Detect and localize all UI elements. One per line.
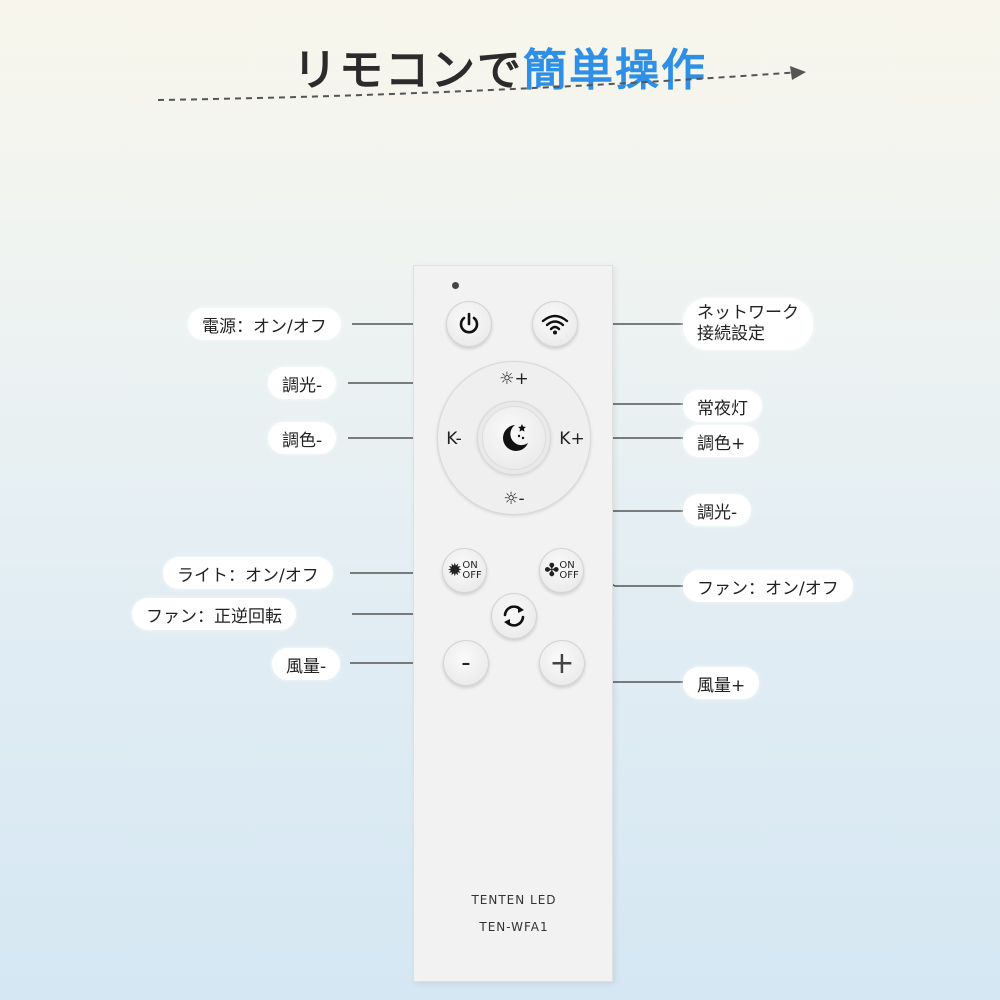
light-icon: ✹ <box>447 560 463 581</box>
night-light-button[interactable] <box>482 406 546 470</box>
bright-up-key[interactable]: ☼+ <box>499 369 529 389</box>
wifi-button[interactable] <box>532 301 578 347</box>
moon-icon <box>503 424 528 451</box>
rotate-icon <box>503 605 525 627</box>
fan-reverse-button[interactable] <box>491 593 537 639</box>
arrow-head-icon <box>790 66 806 80</box>
power-button[interactable] <box>446 301 492 347</box>
color-minus-key[interactable]: K- <box>446 429 462 449</box>
label-dim-up: 調光- <box>268 367 337 399</box>
label-wind-minus: 風量- <box>272 648 341 680</box>
plus-icon: + <box>549 645 575 681</box>
label-light-onoff: ライト：オン/オフ <box>163 557 333 589</box>
indicator-led <box>452 282 459 289</box>
model-name: TEN-WFA1 <box>479 920 549 934</box>
power-icon <box>459 312 479 334</box>
title-part-1: リモコンで <box>293 45 523 96</box>
brand-name: TENTEN LED <box>471 893 557 907</box>
label-fan-onoff: ファン：オン/オフ <box>683 570 853 602</box>
label-fan-reverse: ファン：正逆回転 <box>132 598 296 630</box>
label-night-light: 常夜灯 <box>683 390 762 422</box>
label-network-line2: 接続設定 <box>697 324 765 344</box>
minus-icon: - <box>461 648 471 678</box>
wind-minus-button[interactable]: - <box>443 640 489 686</box>
title-part-2: 簡単操作 <box>523 45 707 96</box>
label-wind-plus: 風量+ <box>683 667 760 699</box>
wind-plus-button[interactable]: + <box>539 640 585 686</box>
dashed-arrow <box>157 71 801 101</box>
label-power: 電源：オン/オフ <box>188 308 341 340</box>
label-dim-down: 調光- <box>683 494 752 526</box>
color-plus-key[interactable]: K+ <box>559 429 585 449</box>
off-text: OFF <box>462 569 482 581</box>
off-text: OFF <box>559 569 579 581</box>
fan-icon: ✤ <box>544 560 560 581</box>
on-text: ON <box>559 559 575 571</box>
page-title: リモコンで簡単操作 <box>0 34 1000 98</box>
label-network: ネットワーク接続設定 <box>683 298 813 350</box>
wifi-icon <box>541 314 569 335</box>
on-text: ON <box>462 559 478 571</box>
bright-down-key[interactable]: ☼- <box>503 489 525 509</box>
label-color-plus: 調色+ <box>683 425 760 457</box>
label-color-minus: 調色- <box>268 422 337 454</box>
label-network-line1: ネットワーク <box>697 303 799 323</box>
